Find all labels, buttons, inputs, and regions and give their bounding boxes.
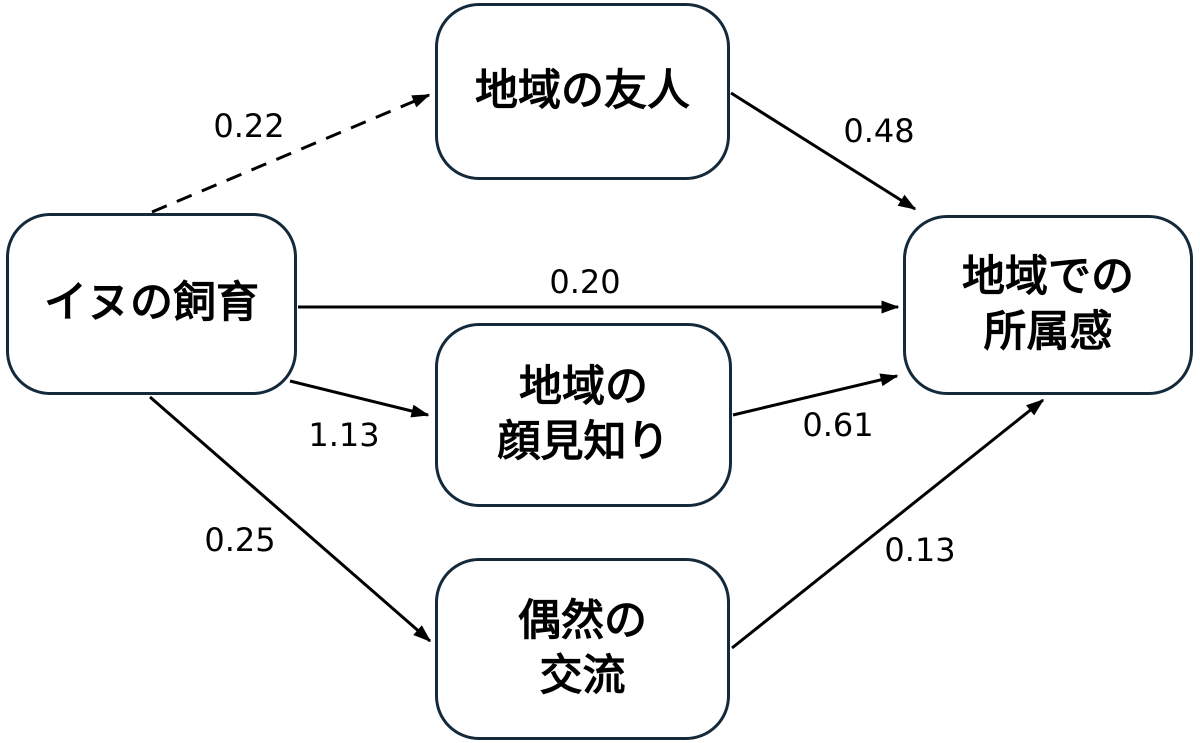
edge-local-acquaintances-to-community-belonging (732, 373, 899, 417)
node-label: イヌの飼育 (44, 278, 259, 329)
edge-dog-ownership-to-local-acquaintances (289, 379, 430, 418)
edge-weight-label: 1.13 (308, 416, 379, 454)
node-label: 地域の (519, 361, 648, 412)
node-chance-interactions: 偶然の交流 (435, 558, 730, 740)
edge-weight-label: 0.61 (802, 406, 873, 444)
node-dog-ownership: イヌの飼育 (6, 213, 297, 395)
node-community-belonging: 地域での所属感 (903, 215, 1193, 395)
node-label: 地域の友人 (475, 65, 690, 116)
edge-group (149, 91, 1045, 650)
node-label: 偶然の (518, 595, 647, 646)
edge-weight-label: 0.25 (204, 521, 275, 559)
edge-weight-label: 0.20 (549, 263, 620, 301)
edge-weight-label: 0.22 (213, 107, 284, 145)
edge-weight-label: 0.48 (843, 112, 914, 150)
node-label: 所属感 (983, 307, 1113, 357)
node-label: 交流 (539, 651, 626, 701)
edge-chance-interactions-to-community-belonging (731, 398, 1045, 650)
node-local-friends: 地域の友人 (435, 3, 730, 180)
edge-weight-label: 0.13 (884, 531, 955, 569)
edge-dog-ownership-to-local-friends (151, 93, 431, 214)
edge-local-friends-to-community-belonging (730, 91, 917, 211)
edge-dog-ownership-to-chance-interactions (149, 395, 432, 643)
node-label: 地域での (962, 251, 1134, 302)
node-label: 顔見知り (497, 417, 670, 467)
node-local-acquaintances: 地域の顔見知り (435, 323, 732, 507)
edge-label-group: 0.22 0.48 0.20 1.13 0.61 0.25 0.13 (204, 107, 955, 569)
